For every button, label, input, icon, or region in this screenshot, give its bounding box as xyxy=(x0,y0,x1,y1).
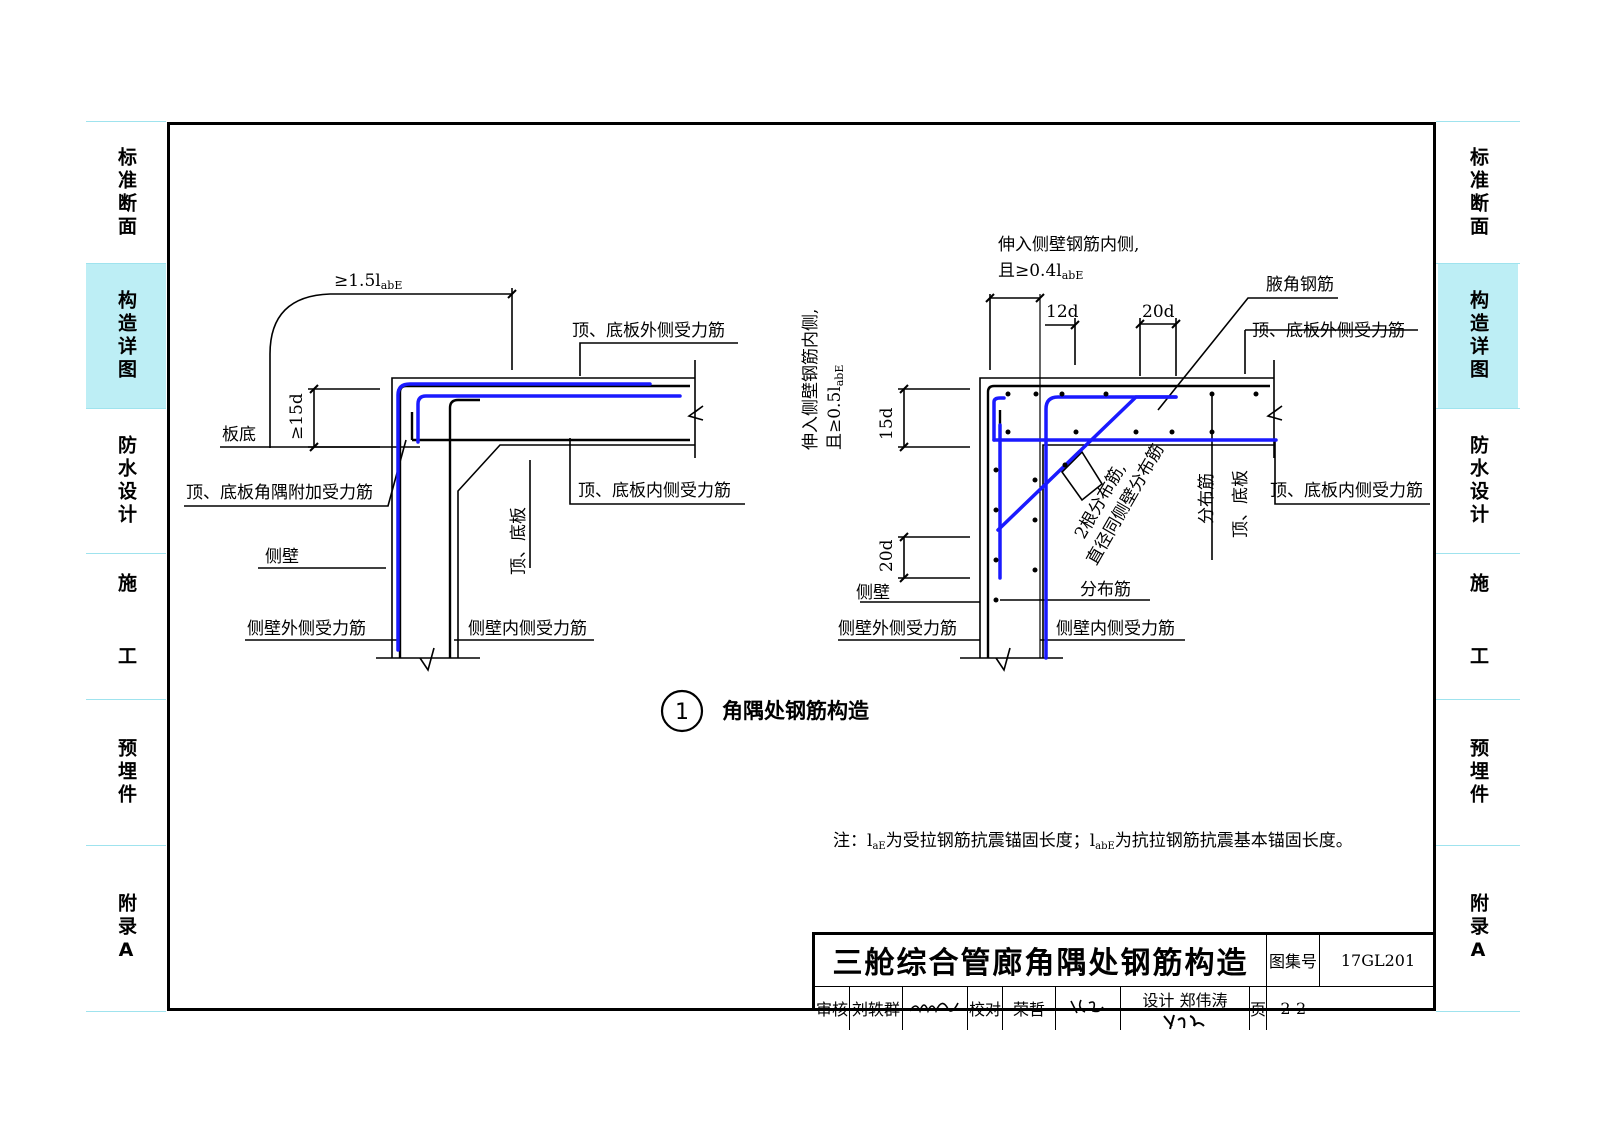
signature-image xyxy=(1070,999,1104,1014)
tab-divider xyxy=(1436,263,1520,264)
inner-rebar-label-right: 顶、底板内侧受力筋 xyxy=(1270,481,1423,501)
tab-divider xyxy=(1436,1011,1520,1012)
review-label: 审核 xyxy=(815,985,850,1030)
note-text: 注：laE为受拉钢筋抗震锚固长度；labE为抗拉钢筋抗震基本锚固长度。 xyxy=(833,831,1353,852)
side-tab-label: 标准断面 xyxy=(115,146,137,239)
extend-note-1: 伸入侧壁钢筋内侧, xyxy=(998,235,1139,255)
side-tab-waterproof[interactable]: 防水设计 xyxy=(1438,409,1518,553)
drawing-title: 三舱综合管廊角隅处钢筋构造 xyxy=(815,935,1267,987)
tab-divider xyxy=(1436,845,1520,846)
wall-outer-label-right: 侧壁外侧受力筋 xyxy=(838,619,957,639)
top-bottom-slab-label: 顶、底板 xyxy=(509,507,529,575)
title-block: 三舱综合管廊角隅处钢筋构造 图集号 17GL201 审核 刘轶群 校对 荣哲 设… xyxy=(812,932,1436,1030)
dim-15d-label: 15d xyxy=(877,407,897,440)
tab-divider xyxy=(1436,699,1520,700)
extend-note-2: 且≥0.4labE xyxy=(998,261,1083,282)
side-tab-standard-section[interactable]: 标准断面 xyxy=(1438,122,1518,263)
side-tab-standard-section[interactable]: 标准断面 xyxy=(86,122,166,263)
tab-divider xyxy=(86,553,166,554)
signature-image xyxy=(909,1002,959,1014)
vertical-note-1: 伸入侧壁钢筋内侧, xyxy=(801,309,821,450)
tab-divider xyxy=(86,121,166,122)
design-name: 郑伟涛 xyxy=(1179,990,1228,1010)
side-tab-label: 预埋件 xyxy=(1467,738,1489,807)
side-tab-label: 施 工 xyxy=(1467,572,1489,681)
side-tab-label: 标准断面 xyxy=(1467,146,1489,239)
side-tab-label: 构造详图 xyxy=(115,290,137,382)
side-tab-label: 预埋件 xyxy=(115,738,137,807)
design-cell: 设计 郑伟涛 xyxy=(1120,985,1250,1030)
side-tab-embedded-parts[interactable]: 预埋件 xyxy=(1438,700,1518,845)
page-label: 页 xyxy=(1248,985,1268,1030)
tab-divider xyxy=(86,845,166,846)
atlas-number: 17GL201 xyxy=(1319,935,1436,987)
top-bottom-slab-label-right: 顶、底板 xyxy=(1231,470,1251,538)
dim-20d-side-label: 20d xyxy=(877,539,897,572)
page-number: 2-2 xyxy=(1266,985,1320,1030)
check-label: 校对 xyxy=(967,985,1003,1030)
dim-side-label: ≥15d xyxy=(287,393,307,440)
side-tab-waterproof[interactable]: 防水设计 xyxy=(86,409,166,553)
corner-additional-label: 顶、底板角隅附加受力筋 xyxy=(186,483,373,503)
check-signature xyxy=(1055,985,1121,1030)
side-tab-label: 附录A xyxy=(115,892,137,965)
tab-divider xyxy=(86,699,166,700)
distribution-label: 分布筋 xyxy=(1197,473,1217,524)
tab-divider xyxy=(1436,553,1520,554)
review-name: 刘轶群 xyxy=(849,985,903,1030)
check-name: 荣哲 xyxy=(1002,985,1056,1030)
side-tab-label: 防水设计 xyxy=(1467,435,1489,527)
outer-rebar-label: 顶、底板外侧受力筋 xyxy=(572,321,725,341)
tab-divider xyxy=(86,1011,166,1012)
detail-number: 1 xyxy=(675,700,689,725)
tab-divider xyxy=(86,263,166,264)
side-tab-label: 附录A xyxy=(1467,892,1489,965)
atlas-label: 图集号 xyxy=(1266,935,1320,987)
side-tab-label: 施 工 xyxy=(115,572,137,681)
side-tab-detail-drawings[interactable]: 构造详图 xyxy=(1438,264,1518,408)
wall-inner-label-right: 侧壁内侧受力筋 xyxy=(1056,619,1175,639)
distribution-label-2: 分布筋 xyxy=(1080,580,1131,600)
side-wall-label: 侧壁 xyxy=(265,547,299,567)
inner-rebar-label: 顶、底板内侧受力筋 xyxy=(578,481,731,501)
drawing-frame xyxy=(167,122,1436,1011)
haunch-rebar-label: 腋角钢筋 xyxy=(1266,275,1334,295)
vertical-note-2: 且≥0.5labE xyxy=(825,365,846,450)
side-tab-construction[interactable]: 施 工 xyxy=(86,554,166,699)
review-signature xyxy=(902,985,968,1030)
design-label: 设计 xyxy=(1142,990,1175,1010)
signature-image xyxy=(1163,1014,1205,1030)
side-tab-label: 构造详图 xyxy=(1467,290,1489,382)
wall-outer-label: 侧壁外侧受力筋 xyxy=(247,619,366,639)
side-tab-label: 防水设计 xyxy=(115,435,137,527)
side-tab-appendix-a[interactable]: 附录A xyxy=(1438,846,1518,1011)
tab-divider xyxy=(1436,121,1520,122)
wall-inner-label: 侧壁内侧受力筋 xyxy=(468,619,587,639)
detail-title: 角隅处钢筋构造 xyxy=(722,699,870,723)
outer-rebar-label-right: 顶、底板外侧受力筋 xyxy=(1252,321,1405,341)
tab-divider xyxy=(86,408,166,409)
detail-number-circle xyxy=(660,689,704,733)
dim-12d-label: 12d xyxy=(1046,302,1079,322)
side-wall-label-right: 侧壁 xyxy=(856,583,890,603)
tab-divider xyxy=(1436,408,1520,409)
side-tab-appendix-a[interactable]: 附录A xyxy=(86,846,166,1011)
side-tab-detail-drawings[interactable]: 构造详图 xyxy=(86,264,166,408)
dim-top-label: ≥1.5labE xyxy=(334,271,402,292)
board-bottom-label: 板底 xyxy=(222,425,256,445)
dim-20d-top-label: 20d xyxy=(1142,302,1175,322)
side-tab-embedded-parts[interactable]: 预埋件 xyxy=(86,700,166,845)
side-tab-construction[interactable]: 施 工 xyxy=(1438,554,1518,699)
